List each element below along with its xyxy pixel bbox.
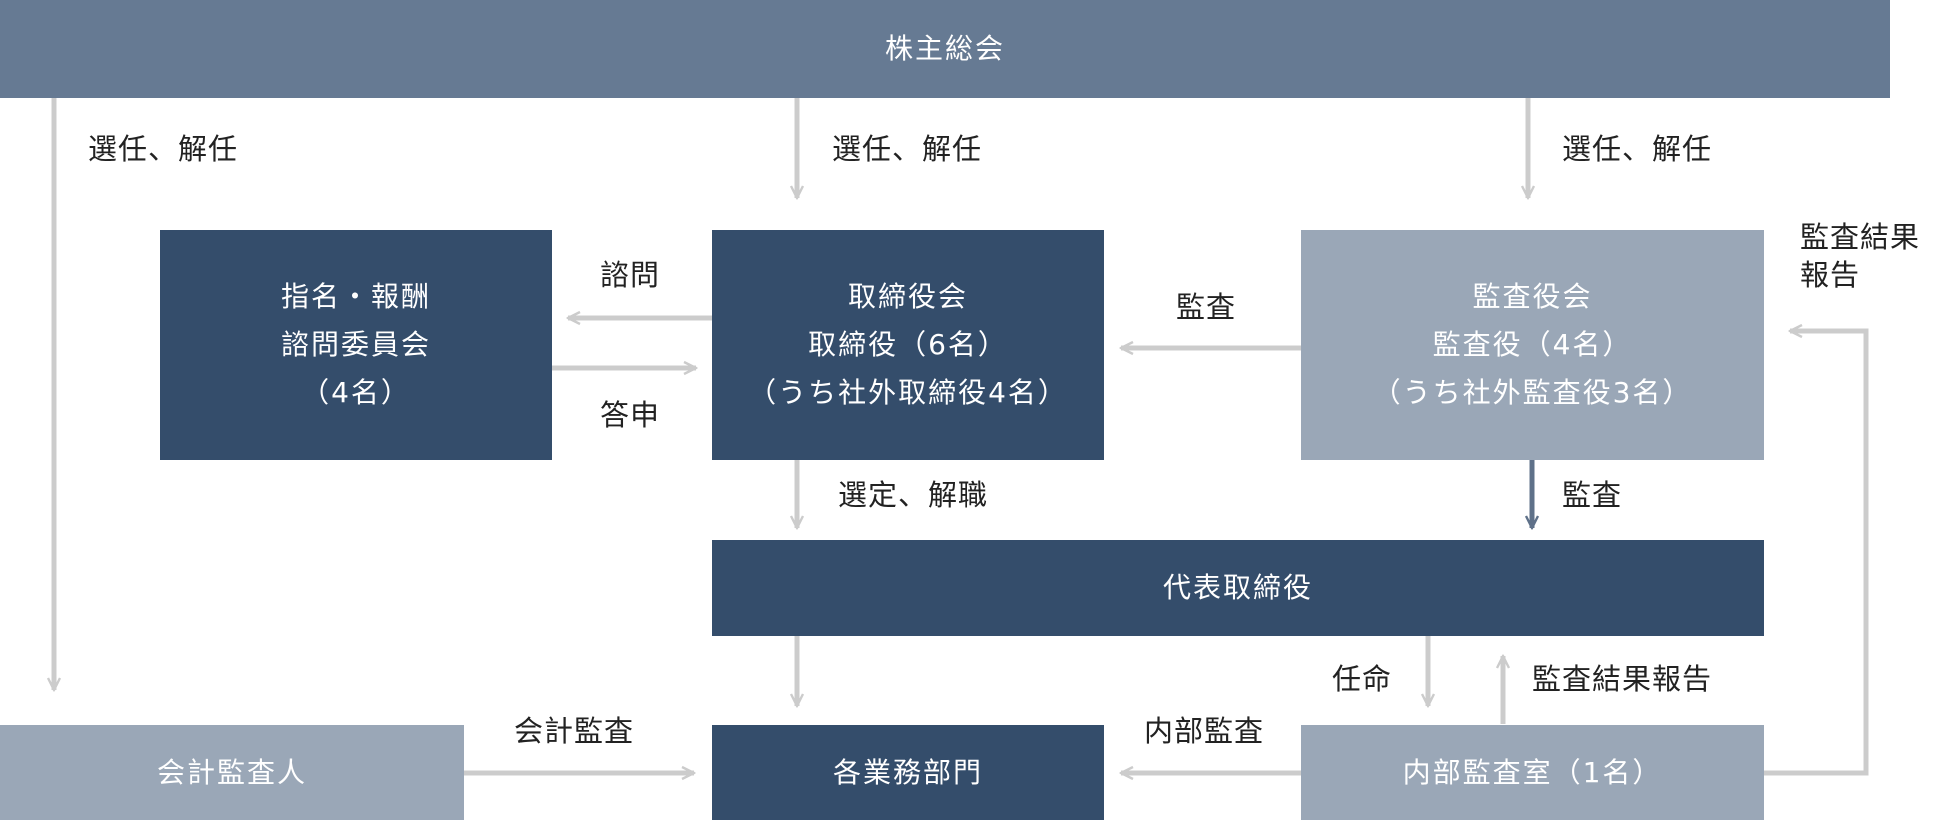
audit-board-line-2: 監査役（4名） [1432, 328, 1633, 361]
business-departments-label: 各業務部門 [832, 755, 983, 789]
internal-audit-office-box: 内部監査室（1名） [1301, 725, 1764, 820]
board-line-1: 取締役会 [847, 280, 968, 313]
committee-line-1: 指名・報酬 [280, 280, 431, 313]
board-line-2: 取締役（6名） [808, 328, 1008, 361]
shareholders-meeting-label: 株主総会 [884, 32, 1005, 65]
label-elect-right: 選任、解任 [1562, 132, 1713, 166]
label-audit-board-to-board: 監査 [1176, 290, 1237, 324]
label-audit-to-ceo: 監査 [1562, 478, 1623, 512]
board-line-3: （うち社外取締役4名） [748, 376, 1068, 409]
board-of-directors-box: 取締役会 取締役（6名） （うち社外取締役4名） [712, 230, 1104, 460]
nomination-compensation-committee-box: 指名・報酬 諮問委員会 （4名） [160, 230, 552, 460]
label-accounting-audit: 会計監査 [514, 714, 635, 748]
label-appoint-dismiss: 選定、解職 [838, 478, 989, 512]
business-departments-box: 各業務部門 [712, 725, 1104, 820]
arrow-report-to-audit-board [1764, 331, 1869, 776]
committee-line-3: （4名） [301, 376, 411, 409]
committee-line-2: 諮問委員会 [280, 328, 431, 361]
shareholders-meeting-box: 株主総会 [0, 0, 1890, 98]
label-audit-report-top-1: 監査結果 [1800, 220, 1921, 254]
audit-board-line-1: 監査役会 [1472, 280, 1593, 313]
label-audit-report-ceo: 監査結果報告 [1532, 662, 1713, 696]
label-reply: 答申 [600, 398, 661, 432]
representative-director-label: 代表取締役 [1162, 571, 1313, 604]
representative-director-box: 代表取締役 [712, 540, 1764, 636]
accounting-auditor-label: 会計監査人 [156, 755, 307, 789]
audit-board-box: 監査役会 監査役（4名） （うち社外監査役3名） [1301, 230, 1764, 460]
audit-board-line-3: （うち社外監査役3名） [1372, 376, 1693, 409]
label-elect-left: 選任、解任 [88, 132, 239, 166]
label-audit-report-top-2: 報告 [1800, 258, 1861, 292]
label-appoint: 任命 [1332, 662, 1393, 696]
label-internal-audit: 内部監査 [1144, 714, 1265, 748]
accounting-auditor-box: 会計監査人 [0, 725, 464, 820]
internal-audit-office-label: 内部監査室（1名） [1402, 755, 1663, 789]
label-consult: 諮問 [600, 258, 661, 292]
label-elect-center: 選任、解任 [832, 132, 983, 166]
